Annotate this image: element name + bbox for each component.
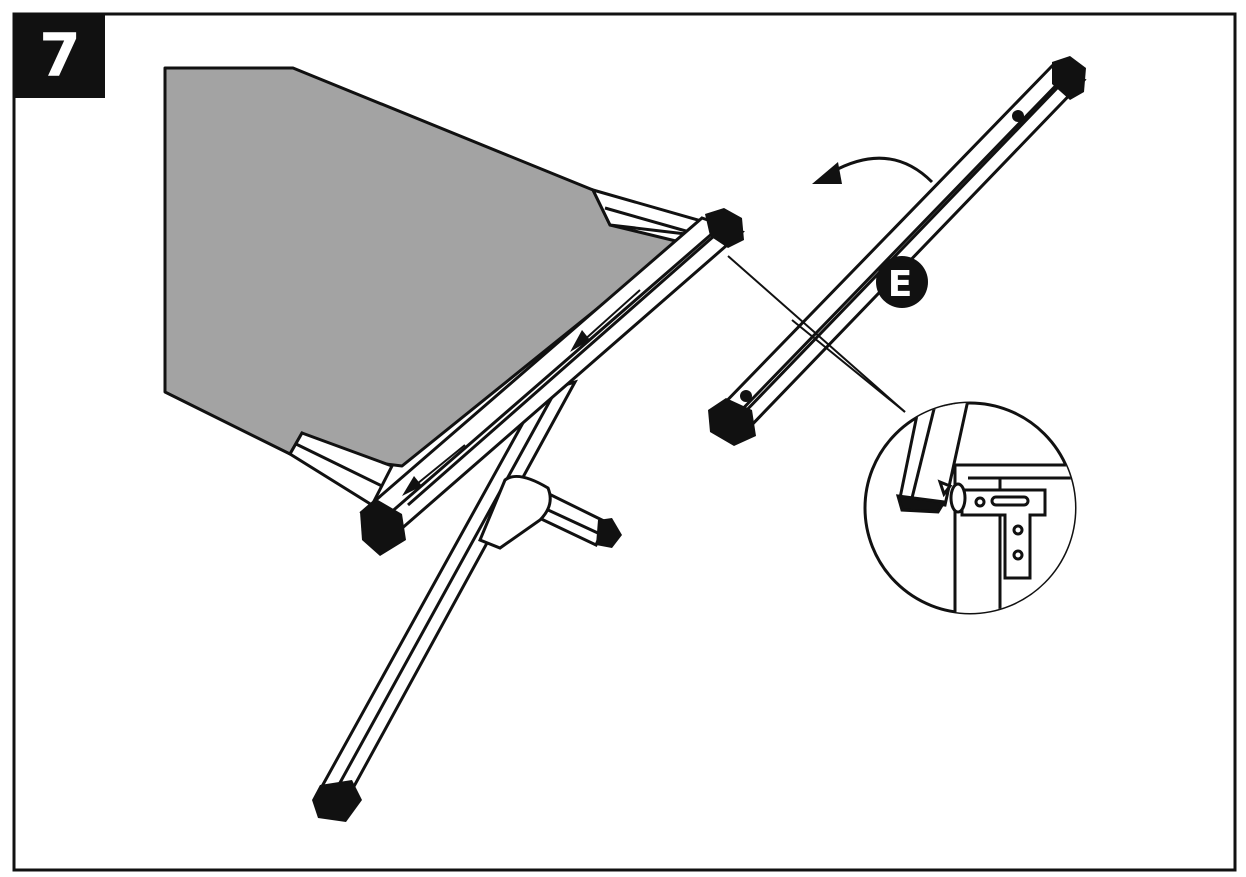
crossbar-cap-top	[705, 208, 744, 248]
callout-leader-2	[791, 319, 906, 413]
step-number: 7	[39, 21, 81, 91]
rotate-arrow-icon	[812, 156, 934, 184]
step-badge	[14, 14, 105, 98]
crossbar-e-cap-bottom	[708, 398, 756, 446]
crossbar-e-hole-top	[1012, 110, 1024, 122]
leg-foot-bottom	[312, 780, 362, 822]
hinge-joint	[478, 474, 552, 550]
part-label-badge	[876, 256, 928, 308]
part-label: E	[888, 264, 913, 305]
crossbar-e-hole-bottom	[740, 390, 752, 402]
callout-leader-1	[727, 255, 906, 413]
leg-foot-right	[596, 518, 622, 548]
cot-fabric	[163, 66, 682, 468]
crossbar-cap-bottom	[360, 500, 406, 556]
crossbar-e-cap-top	[1052, 56, 1086, 100]
slide-arrow-icon	[402, 289, 641, 496]
